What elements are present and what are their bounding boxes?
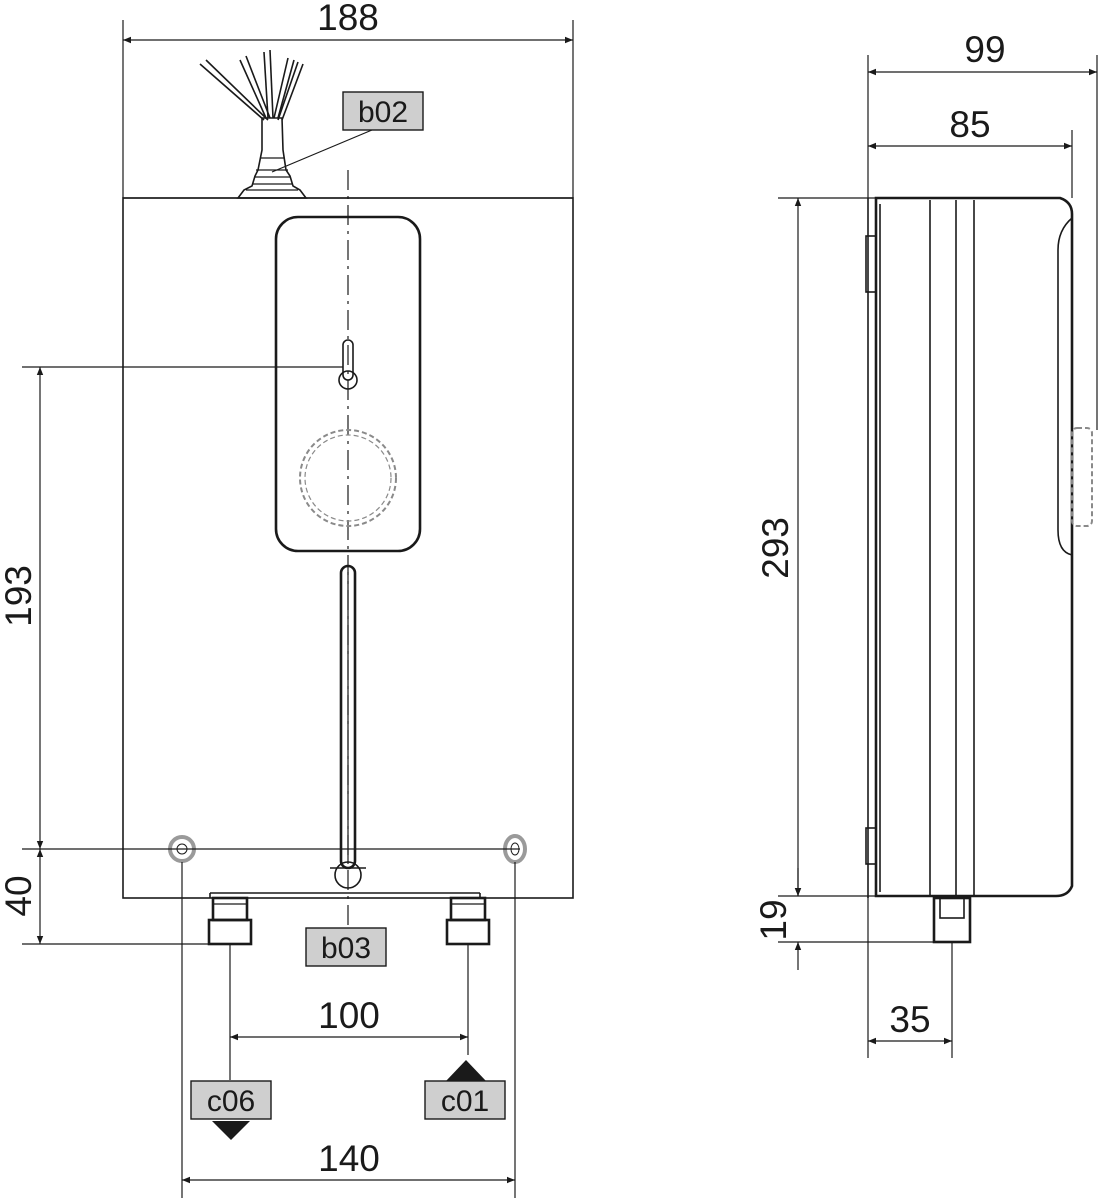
- dim-mount-hole-spacing: 140: [181, 862, 516, 1198]
- tag-b02: b02: [342, 91, 424, 131]
- dim-overall-width: 188: [122, 0, 574, 198]
- b03-anchor: [330, 861, 366, 889]
- outlet-arrow-icon: [212, 1121, 250, 1140]
- tag-c01: c01: [424, 1060, 506, 1120]
- side-view: [865, 196, 1093, 944]
- dim-85-label: 85: [949, 104, 990, 145]
- dim-188-label: 188: [317, 0, 379, 38]
- front-view: [122, 49, 574, 946]
- dim-100-label: 100: [318, 995, 380, 1036]
- cable-slot: [339, 564, 357, 870]
- dim-293-label: 293: [755, 517, 796, 579]
- dim-193-label: 193: [0, 565, 39, 627]
- fitting-right: [445, 896, 491, 946]
- fitting-left: [207, 896, 253, 946]
- dim-bottom-to-holes: 40: [0, 849, 213, 945]
- tag-b03-label: b03: [321, 932, 371, 965]
- dim-19-label: 19: [753, 899, 794, 940]
- dim-fitting-offset: 35: [867, 896, 953, 1058]
- dim-mount-hole-height: 193: [0, 366, 520, 850]
- keyhole-mount: [338, 339, 358, 390]
- inlet-arrow-icon: [446, 1060, 486, 1081]
- cable-gland: [199, 49, 308, 199]
- dim-35-label: 35: [889, 999, 930, 1040]
- tag-c06-label: c06: [207, 1085, 255, 1118]
- tag-c01-label: c01: [441, 1085, 489, 1118]
- fitting-side: [932, 896, 972, 944]
- tag-b02-label: b02: [358, 96, 408, 129]
- dim-99-label: 99: [964, 29, 1005, 70]
- side-housing: [874, 196, 1074, 898]
- tag-b03: b03: [305, 927, 387, 967]
- dim-140-label: 140: [318, 1138, 380, 1179]
- temperature-dial: [299, 429, 397, 527]
- dim-fitting-length: 19: [753, 868, 934, 970]
- dim-height: 293: [755, 197, 876, 897]
- tag-c06: c06: [190, 1080, 272, 1140]
- dim-depth-overall: 99: [867, 29, 1098, 430]
- dim-depth-body: 85: [868, 104, 1073, 198]
- dial-side: [1071, 427, 1093, 527]
- dim-40-label: 40: [0, 875, 39, 916]
- dim-connection-spacing: 100: [229, 944, 469, 1080]
